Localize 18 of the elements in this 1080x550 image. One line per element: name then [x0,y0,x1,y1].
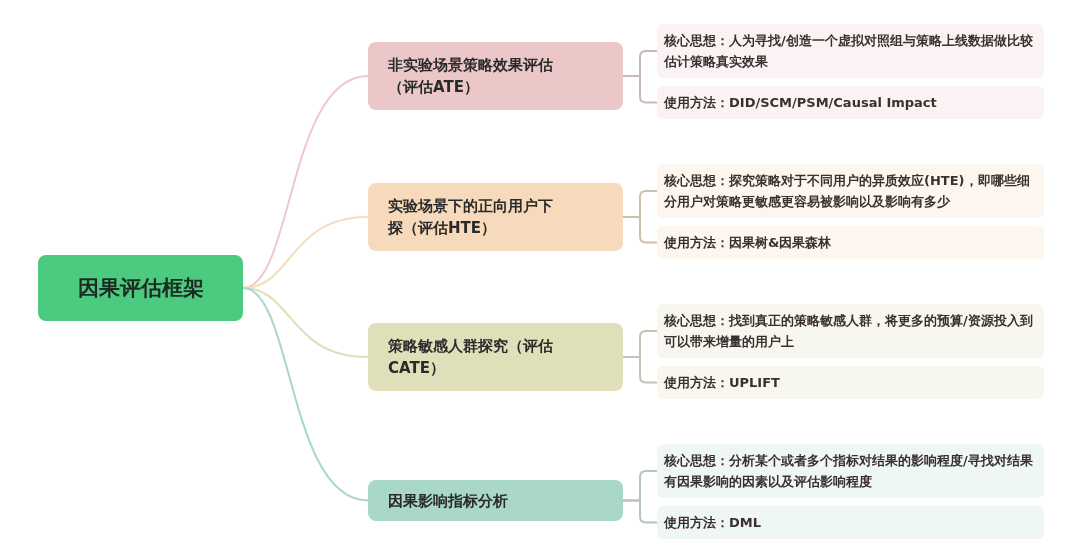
connector-line [242,287,369,502]
note-box: 核心思想：人为寻找/创造一个虚拟对照组与策略上线数据做比较估计策略真实效果 [657,24,1044,78]
note-box: 核心思想：分析某个或者多个指标对结果的影响程度/寻找对结果有因果影响的因素以及评估影响程度 [657,444,1044,498]
root-topic-box: 因果评估框架 [38,255,243,321]
note-box: 核心思想：探究策略对于不同用户的异质效应(HTE)，即哪些细分用户对策略更敏感更容易被影响以及影响有多少 [657,164,1044,218]
topic-box: 非实验场景策略效果评估（评估ATE） [368,42,623,110]
note-box: 使用方法：UPLIFT [657,366,1044,399]
topic-box: 实验场景下的正向用户下探（评估HTE） [368,183,623,251]
note-box: 使用方法：因果树&因果森林 [657,226,1044,259]
note-box: 核心思想：找到真正的策略敏感人群，将更多的预算/资源投入到可以带来增量的用户上 [657,304,1044,358]
connector-line [622,499,658,524]
connector-line [622,216,658,244]
topic-box: 策略敏感人群探究（评估CATE） [368,323,623,391]
connector-line [622,75,658,104]
connector-line [622,356,658,384]
topic-box: 因果影响指标分析 [368,480,623,521]
note-box: 使用方法：DID/SCM/PSM/Causal Impact [657,86,1044,119]
note-box: 使用方法：DML [657,506,1044,539]
